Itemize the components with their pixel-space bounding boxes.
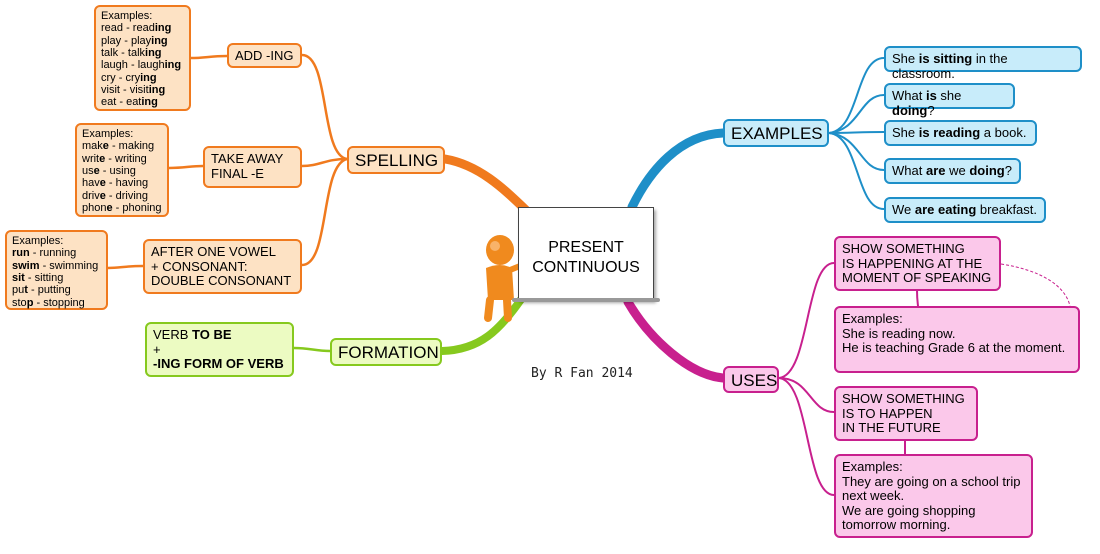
use-now-examples[interactable]: Examples: She is reading now. He is teac…	[834, 306, 1080, 373]
example-sentence[interactable]: What are we doing?	[884, 158, 1021, 184]
uses-node[interactable]: USES	[723, 366, 779, 393]
example-row: put - putting	[12, 284, 71, 297]
example-row: talk - talking	[101, 46, 162, 59]
example-sentence[interactable]: She is reading a book.	[884, 120, 1037, 146]
branch-examples	[627, 128, 728, 212]
add-ing-examples[interactable]: Examples: read - reading play - playing …	[94, 5, 191, 111]
formation-line1: VERB TO BE	[153, 327, 232, 342]
example-row: sit - sitting	[12, 271, 64, 284]
example-row: He is teaching Grade 6 at the moment.	[842, 340, 1066, 356]
example-row: read - reading	[101, 22, 172, 35]
example-row: write - writing	[82, 152, 147, 165]
add-ing-node[interactable]: ADD -ING	[227, 43, 302, 68]
examples-node[interactable]: EXAMPLES	[723, 119, 829, 147]
node-label-line: FINAL -E	[211, 165, 264, 181]
example-row: run - running	[12, 247, 77, 260]
example-row: She is reading now.	[842, 325, 956, 341]
example-row: next week.	[842, 488, 905, 504]
take-away-e-examples[interactable]: Examples: make - making write - writing …	[75, 123, 169, 217]
formation-line3: -ING FORM OF VERB	[153, 356, 284, 372]
example-row: make - making	[82, 140, 155, 153]
formation-rule[interactable]: VERB TO BE + -ING FORM OF VERB	[145, 322, 294, 377]
example-row: We are going shopping	[842, 502, 976, 518]
example-row: They are going on a school trip	[842, 473, 1021, 489]
use-future-examples[interactable]: Examples: They are going on a school tri…	[834, 454, 1033, 538]
node-label-line: AFTER ONE VOWEL	[151, 244, 276, 259]
example-row: laugh - laughing	[101, 59, 182, 72]
examples-title: Examples:	[82, 128, 134, 140]
example-sentence[interactable]: What is she doing?	[884, 83, 1015, 117]
branch-formation	[438, 294, 526, 355]
example-row: visit - visiting	[101, 83, 166, 96]
person-at-whiteboard-icon	[484, 235, 537, 322]
node-label-line: IS TO HAPPEN	[842, 405, 933, 421]
example-sentence[interactable]: We are eating breakfast.	[884, 197, 1046, 223]
formation-line2: +	[153, 341, 161, 357]
node-label-line: IS HAPPENING AT THE	[842, 255, 983, 271]
branch-uses	[623, 297, 728, 383]
examples-title: Examples:	[12, 235, 64, 247]
example-row: have - having	[82, 177, 149, 190]
double-consonant-examples[interactable]: Examples: run - running swim - swimming …	[5, 230, 108, 310]
spelling-node[interactable]: SPELLING	[347, 146, 445, 174]
example-sentence[interactable]: She is sitting in the classroom.	[884, 46, 1082, 80]
node-label-line: IN THE FUTURE	[842, 420, 941, 436]
example-row: play - playing	[101, 34, 168, 47]
example-row: eat - eating	[101, 96, 158, 109]
example-row: phone - phoning	[82, 201, 162, 214]
examples-title: Examples:	[842, 311, 903, 326]
central-topic[interactable]: PRESENT CONTINUOUS	[518, 207, 654, 300]
examples-title: Examples:	[842, 459, 903, 474]
branch-spelling	[440, 154, 533, 217]
node-label-line: SHOW SOMETHING	[842, 241, 965, 256]
dashed-relation	[1000, 263, 1071, 307]
central-topic-line1: PRESENT	[548, 239, 624, 256]
node-label-line: SHOW SOMETHING	[842, 391, 965, 406]
example-row: tomorrow morning.	[842, 517, 951, 533]
formation-node[interactable]: FORMATION	[330, 338, 442, 366]
node-label-line: MOMENT OF SPEAKING	[842, 270, 992, 286]
central-topic-line2: CONTINUOUS	[532, 258, 640, 276]
node-label-line: DOUBLE CONSONANT	[151, 273, 292, 289]
example-row: drive - driving	[82, 189, 149, 202]
example-row: swim - swimming	[12, 259, 99, 272]
take-away-e-node[interactable]: TAKE AWAY FINAL -E	[203, 146, 302, 188]
use-future-node[interactable]: SHOW SOMETHING IS TO HAPPEN IN THE FUTUR…	[834, 386, 978, 441]
author-credit: By R Fan 2014	[531, 366, 633, 381]
examples-title: Examples:	[101, 10, 153, 22]
whiteboard-base	[512, 298, 660, 302]
example-row: cry - crying	[101, 71, 157, 84]
example-row: use - using	[82, 164, 136, 177]
node-label-line: + CONSONANT:	[151, 258, 248, 274]
double-consonant-node[interactable]: AFTER ONE VOWEL + CONSONANT: DOUBLE CONS…	[143, 239, 302, 294]
example-row: stop - stopping	[12, 296, 85, 309]
node-label-line: TAKE AWAY	[211, 151, 284, 166]
use-now-node[interactable]: SHOW SOMETHING IS HAPPENING AT THE MOMEN…	[834, 236, 1001, 291]
